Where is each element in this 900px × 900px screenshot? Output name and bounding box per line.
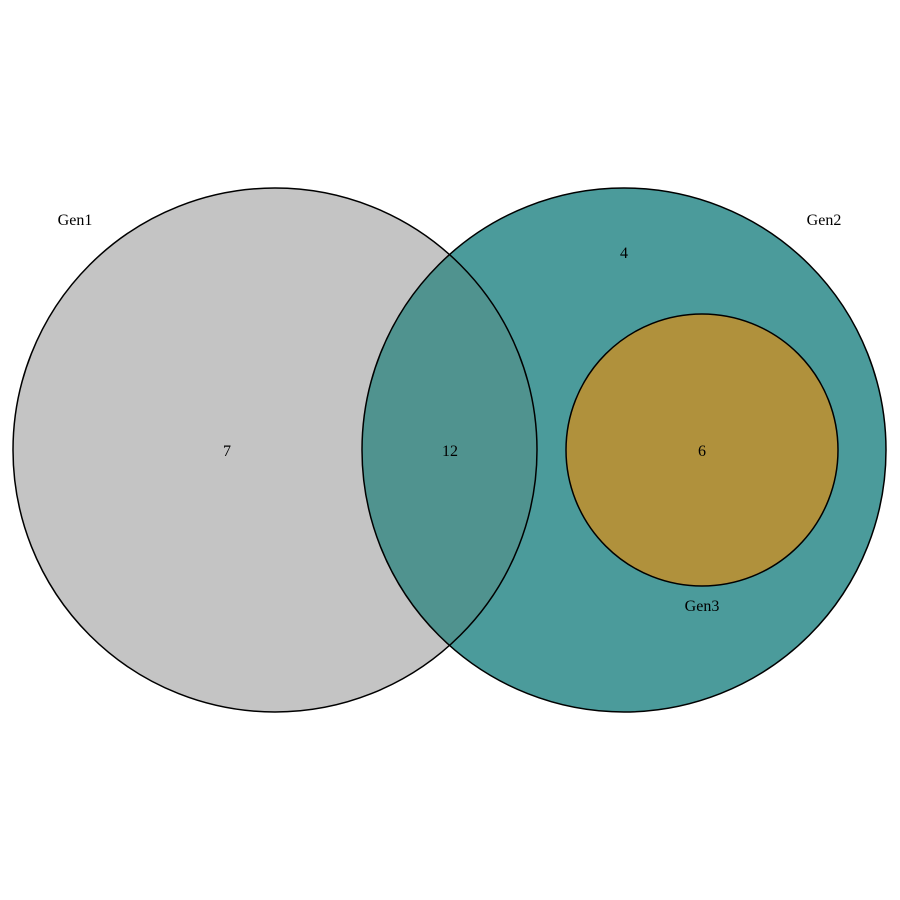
set-label-gen2: Gen2: [807, 212, 842, 229]
set-label-gen1: Gen1: [58, 212, 93, 229]
overlap-gen1-gen2: [362, 188, 537, 712]
set-label-gen3: Gen3: [685, 598, 720, 615]
count-gen1-only: 7: [223, 443, 231, 460]
count-gen2-only: 4: [620, 245, 628, 262]
outline-gen3: [565, 313, 839, 587]
set-circle-gen3: [566, 314, 838, 586]
count-gen3: 6: [698, 443, 706, 460]
outline-gen1: [12, 187, 538, 713]
outline-gen2: [361, 187, 887, 713]
count-gen1-gen2: 12: [442, 443, 458, 460]
set-outlines: [12, 187, 887, 713]
